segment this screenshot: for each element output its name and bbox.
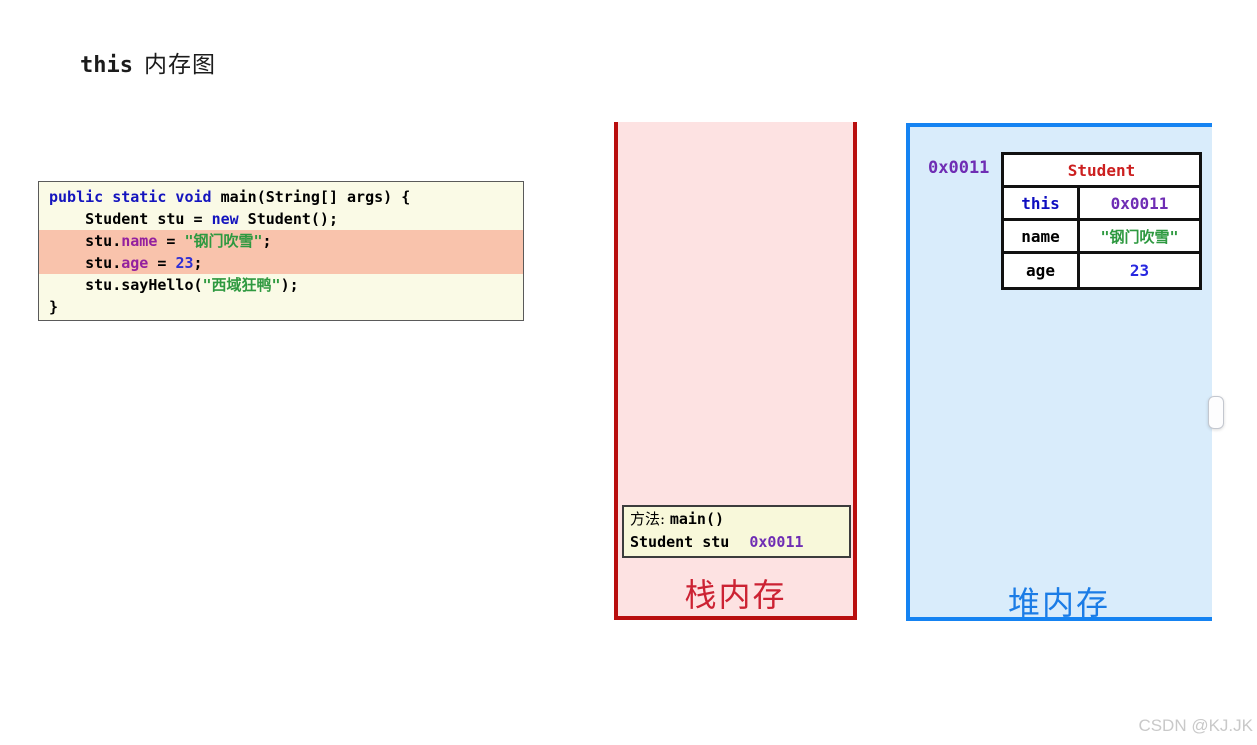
object-field-row-name: name "钢门吹雪" (1004, 221, 1199, 254)
code-keyword: public static void (49, 188, 221, 206)
code-text: } (49, 298, 59, 316)
code-text: stu. (49, 232, 122, 250)
page-title: this 内存图 (80, 45, 216, 79)
frame-variable-address: 0x0011 (749, 533, 804, 551)
code-text: ; (262, 232, 272, 250)
heap-label: 堆内存 (1007, 584, 1110, 622)
code-line-3-highlighted: stu.name = "钢门吹雪"; (39, 230, 523, 252)
scroll-handle[interactable] (1208, 396, 1224, 429)
field-name-this: this (1004, 188, 1080, 218)
code-text: = (157, 232, 185, 250)
code-line-2: Student stu = new Student(); (39, 208, 523, 230)
code-text: stu. (49, 254, 122, 272)
stack-frame-box: 方法: main() Student stu 0x0011 (622, 505, 851, 558)
code-line-4-highlighted: stu.age = 23; (39, 252, 523, 274)
frame-variable-line: Student stu 0x0011 (630, 531, 843, 554)
field-name-age: age (1004, 254, 1080, 287)
code-keyword: new (211, 210, 239, 228)
title-this-keyword: this (80, 53, 133, 78)
code-number: 23 (175, 254, 194, 272)
code-text: = (148, 254, 176, 272)
code-text: stu.sayHello( (49, 276, 203, 294)
code-field: age (121, 254, 149, 272)
field-value-this: 0x0011 (1110, 193, 1169, 213)
code-line-1: public static void main(String[] args) { (39, 186, 523, 208)
code-line-6: } (39, 296, 523, 318)
object-class-header: Student (1004, 155, 1199, 188)
java-code-block: public static void main(String[] args) {… (38, 181, 524, 321)
field-value-age: 23 (1129, 261, 1150, 280)
frame-variable-decl: Student stu (630, 533, 730, 551)
code-string: "钢门吹雪" (184, 232, 263, 250)
stack-label: 栈内存 (684, 576, 787, 614)
field-value-name: "钢门吹雪" (1100, 227, 1179, 246)
frame-method-line: 方法: main() (630, 508, 843, 531)
watermark: CSDN @KJ.JK (1138, 716, 1253, 735)
heap-object-address: 0x0011 (928, 158, 990, 178)
frame-method-label: 方法: (630, 510, 670, 528)
object-field-row-age: age 23 (1004, 254, 1199, 287)
code-field: name (121, 232, 158, 250)
code-text: ); (280, 276, 299, 294)
student-object-table: Student this 0x0011 name "钢门吹雪" age 23 (1001, 152, 1202, 290)
object-field-row-this: this 0x0011 (1004, 188, 1199, 221)
code-line-5: stu.sayHello("西域狂鸭"); (39, 274, 523, 296)
code-text: Student stu = (49, 210, 212, 228)
code-text: main(String[] args) { (220, 188, 411, 206)
code-text: ; (193, 254, 203, 272)
code-text: Student(); (238, 210, 338, 228)
frame-method-name: main() (669, 510, 725, 528)
field-name-name: name (1004, 221, 1080, 251)
title-text: 内存图 (143, 52, 216, 78)
code-string: "西域狂鸭" (202, 276, 281, 294)
